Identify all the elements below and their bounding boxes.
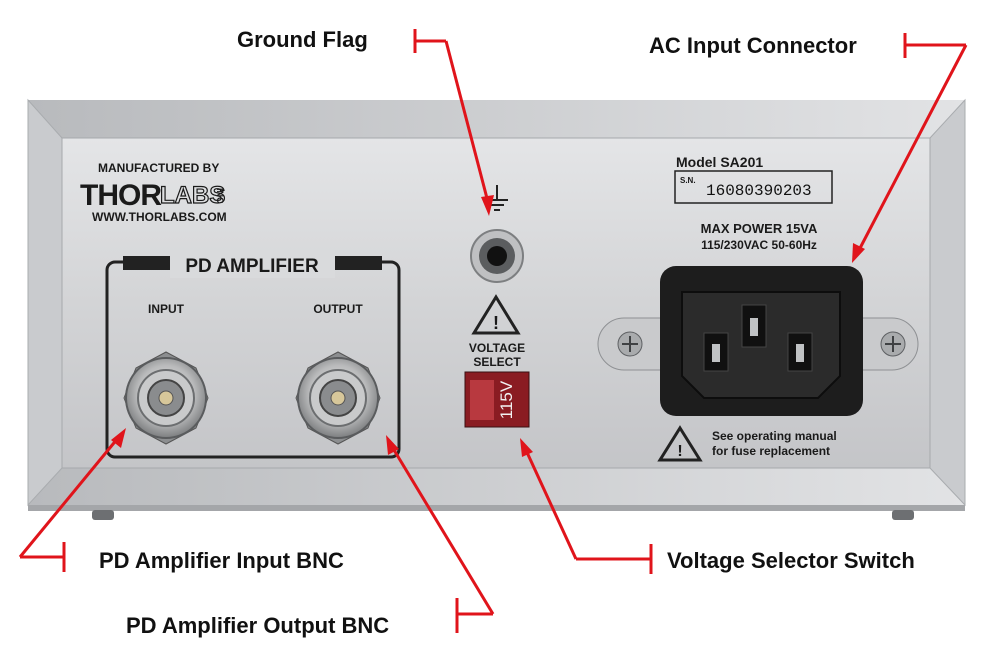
pd-input-leader [18,428,126,572]
screw-left-icon [617,331,643,357]
foot-left [92,510,114,520]
pd-amplifier-bar-left [123,256,170,270]
manual-note-line-1: See operating manual [712,429,837,443]
foot-right [892,510,914,520]
max-power-text: MAX POWER 15VA [701,221,818,236]
ground-flag-leader [413,29,494,216]
svg-text:!: ! [493,313,499,333]
callout-pd-amplifier-output: PD Amplifier Output BNC [126,613,390,638]
manual-note-line-2: for fuse replacement [712,444,830,458]
output-label: OUTPUT [313,302,363,316]
voltage-switch-value: 115V [497,380,516,419]
model-text: Model SA201 [676,154,763,170]
serial-label: S.N. [680,176,696,185]
pd-amplifier-title: PD AMPLIFIER [185,256,319,277]
svg-text:!: ! [677,443,682,460]
model-block: Model SA201 S.N. 16080390203 MAX POWER 1… [674,154,833,252]
voltage-select-label-1: VOLTAGE [469,341,525,355]
manufactured-by-text: MANUFACTURED BY [98,161,219,175]
enclosure-right-side [929,98,966,507]
callout-pd-amplifier-input: PD Amplifier Input BNC [99,548,344,573]
bnc-input-connector[interactable] [123,351,209,445]
input-label: INPUT [148,302,185,316]
pd-output-leader [386,435,495,633]
callout-ac-input-connector: AC Input Connector [649,33,857,58]
voltage-select-label-2: SELECT [473,355,521,369]
fuse-warning: ! See operating manual for fuse replacem… [657,425,837,462]
enclosure-left-side [27,98,63,507]
brand-labs-text: LABS [160,182,225,209]
bnc-output-connector[interactable] [295,351,381,445]
callout-lines [18,29,968,633]
ground-jack[interactable] [470,185,524,283]
serial-box [674,170,833,204]
ac-input-leader [852,33,968,263]
ac-input-connector[interactable] [597,266,919,416]
warning-icon [657,425,703,462]
pd-amplifier-bar-right [335,256,382,270]
screw-right-icon [880,331,906,357]
pd-amplifier-title-bg [170,250,335,278]
pd-amplifier-box: PD AMPLIFIER INPUT OUTPUT [105,250,401,459]
manufacturer-block: MANUFACTURED BY THOR LABS INC WWW.THORLA… [80,161,227,224]
voltage-range-text: 115/230VAC 50-60Hz [701,238,817,252]
enclosure-base [28,505,965,511]
serial-number: 16080390203 [706,182,812,200]
voltage-select-block: ! VOLTAGE SELECT 115V [464,294,530,428]
warning-icon [471,294,521,335]
brand-inc-text: INC [215,188,225,204]
callout-voltage-selector: Voltage Selector Switch [667,548,915,573]
callout-ground-flag: Ground Flag [237,27,368,52]
brand-thor-text: THOR [80,179,162,212]
voltage-selector-leader [520,438,653,574]
website-text: WWW.THORLABS.COM [92,210,227,224]
